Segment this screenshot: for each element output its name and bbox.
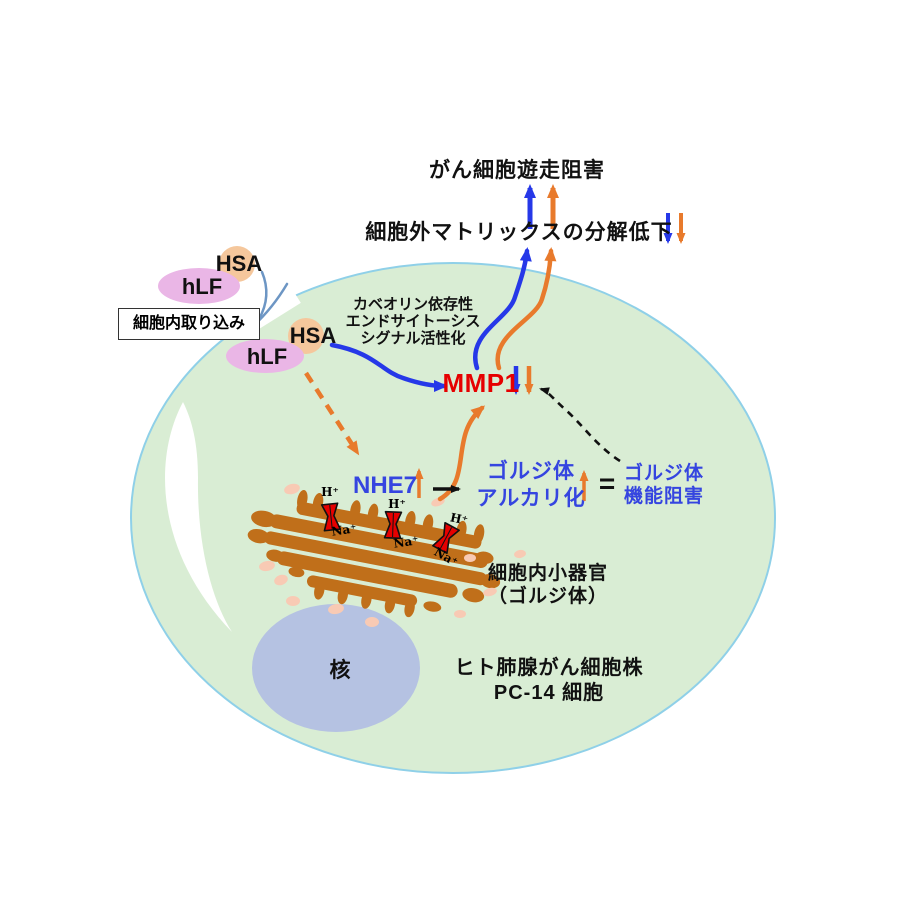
equals-sign: = bbox=[598, 468, 616, 499]
h-ion-label-1: H⁺ bbox=[321, 485, 339, 499]
alkalinization-line-2: アルカリ化 bbox=[476, 487, 586, 510]
h-ion-label-2: H⁺ bbox=[388, 497, 406, 511]
vesicles bbox=[259, 483, 526, 627]
caveolin-line-2: エンドサイトーシス bbox=[345, 313, 481, 330]
hlf-blob-outer bbox=[158, 268, 240, 304]
alkalinization-line-1: ゴルジ体 bbox=[486, 460, 575, 483]
hsa-blob-outer bbox=[219, 246, 255, 282]
hlf-label-outer: hLF bbox=[181, 274, 223, 299]
mmp1-label: MMP1 bbox=[442, 368, 520, 398]
ecm-degradation-label: 細胞外マトリックスの分解低下 bbox=[365, 221, 673, 244]
caveolin-line-1: カベオリン依存性 bbox=[352, 296, 474, 313]
cell-highlight bbox=[165, 402, 232, 632]
cell-line-label: ヒト肺腺がん細胞株 PC-14 細胞 bbox=[455, 656, 644, 706]
endocytosis-funnel-left bbox=[257, 270, 268, 321]
caveolin-endocytosis-label: カベオリン依存性 エンドサイトーシス シグナル活性化 bbox=[346, 296, 481, 347]
cell-line-line-1: ヒト肺腺がん細胞株 bbox=[454, 657, 644, 679]
organelle-label: 細胞内小器官 （ゴルジ体） bbox=[488, 562, 608, 608]
nucleus bbox=[252, 604, 420, 732]
organelle-line-1: 細胞内小器官 bbox=[487, 563, 609, 584]
hlf-hsa-complex-inner bbox=[226, 318, 324, 373]
arrow-orange-mmp1-to-ecm bbox=[495, 247, 557, 371]
dysfunction-line-2: 機能阻害 bbox=[623, 486, 705, 507]
uptake-box: 細胞内取り込み bbox=[118, 308, 260, 340]
cell-line-line-2: PC-14 細胞 bbox=[493, 682, 605, 704]
nhe7-label: NHE7 bbox=[352, 472, 418, 499]
caveolin-line-3: シグナル活性化 bbox=[360, 330, 466, 347]
dysfunction-line-1: ゴルジ体 bbox=[623, 463, 705, 484]
nucleus-label: 核 bbox=[329, 659, 351, 682]
golgi-dysfunction-label: ゴルジ体 機能阻害 bbox=[624, 462, 704, 508]
arrow-blue-mmp1-to-ecm bbox=[473, 247, 532, 371]
nhe7-transporter-1 bbox=[320, 502, 342, 532]
arrow-orange-nhe7-to-mmp1 bbox=[437, 405, 486, 502]
hsa-label-inner: HSA bbox=[289, 323, 337, 348]
arrow-dashed-dysfunction-to-mmp1 bbox=[539, 387, 621, 463]
hsa-label-outer: HSA bbox=[215, 251, 263, 276]
golgi-alkalinization-label: ゴルジ体 アルカリ化 bbox=[476, 458, 585, 512]
nhe7-transporter-2 bbox=[383, 510, 403, 540]
hlf-blob-inner bbox=[226, 339, 304, 373]
hlf-label-inner: hLF bbox=[246, 344, 288, 369]
arrow-blue-hlf-to-mmp1 bbox=[329, 342, 448, 392]
organelle-line-2: （ゴルジ体） bbox=[487, 586, 609, 607]
arrow-dashed-orange-hlf-to-nhe7 bbox=[304, 371, 360, 456]
migration-inhibition-label: がん細胞遊走阻害 bbox=[429, 159, 605, 182]
hsa-blob-inner bbox=[288, 318, 324, 354]
nhe7-transporter-3 bbox=[432, 521, 460, 555]
hlf-hsa-complex-outer bbox=[158, 246, 255, 304]
